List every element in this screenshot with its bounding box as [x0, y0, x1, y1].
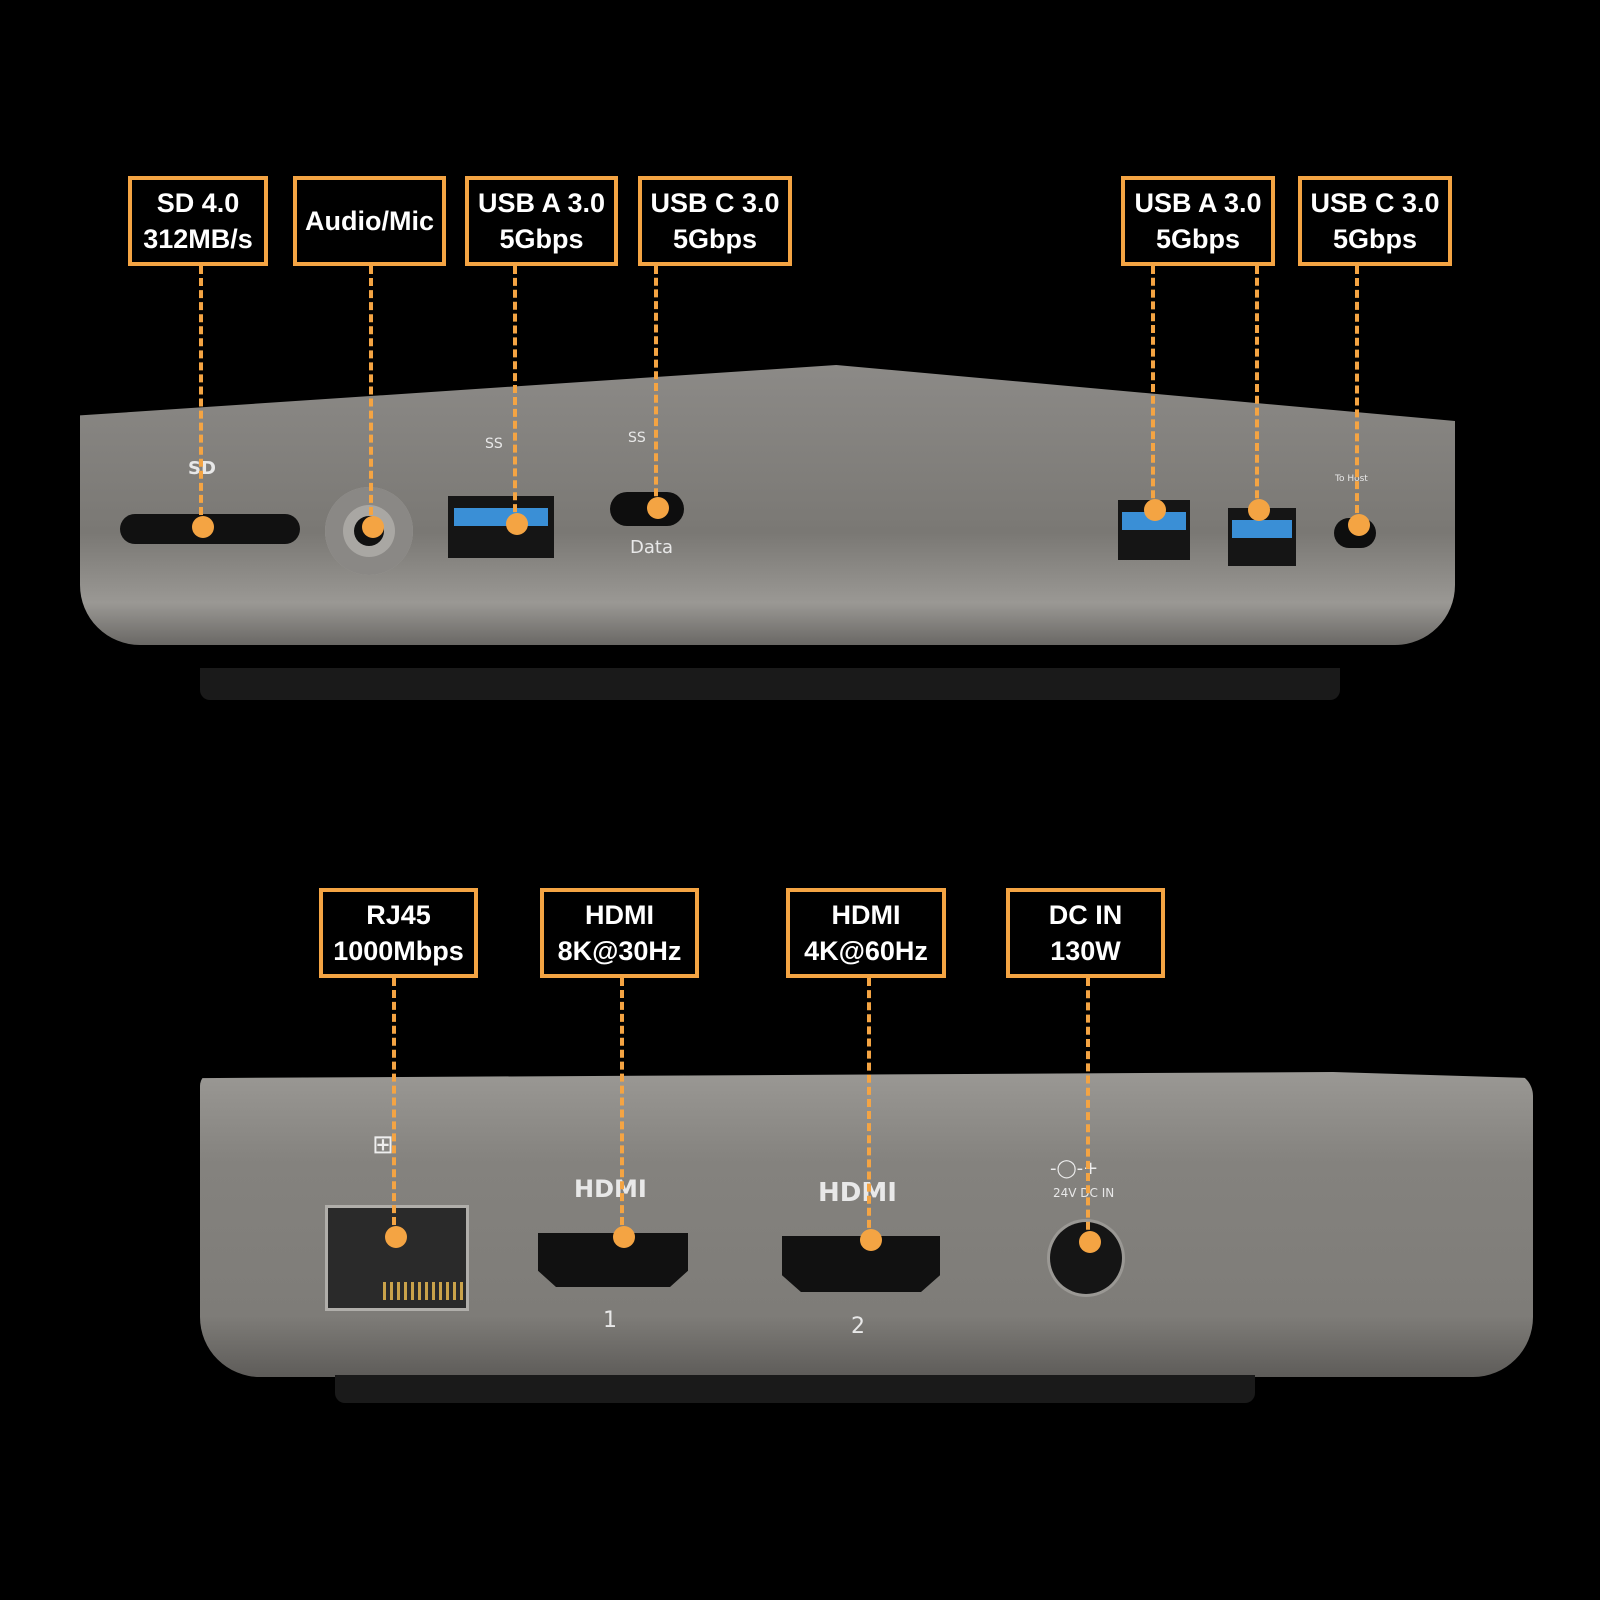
usb-a-port-1	[448, 496, 554, 558]
callout-dot	[362, 516, 384, 538]
label-line1: HDMI	[831, 900, 901, 930]
hdmi-port-1	[538, 1233, 688, 1287]
label-line1: USB C 3.0	[1310, 188, 1440, 218]
front_ports-label: SD 4.0 312MB/s	[128, 176, 268, 266]
usb-a-port-3	[1228, 508, 1296, 566]
rear_ports-label: RJ45 1000Mbps	[319, 888, 478, 978]
callout-line	[1255, 266, 1259, 510]
callout-line	[867, 978, 871, 1240]
label-line2: 5Gbps	[1155, 224, 1241, 254]
label-line2: 4K@60Hz	[804, 936, 928, 966]
device-rear-feet	[335, 1375, 1255, 1403]
data-marking: Data	[630, 537, 673, 558]
label-line1: DC IN	[1048, 900, 1123, 930]
label-line1: RJ45	[366, 900, 431, 930]
front_ports-label: USB C 3.0 5Gbps	[1298, 176, 1452, 266]
callout-dot	[192, 516, 214, 538]
callout-dot	[1079, 1231, 1101, 1253]
hdmi-number-2: 2	[851, 1314, 865, 1339]
callout-dot	[1348, 514, 1370, 536]
callout-dot	[860, 1229, 882, 1251]
dc-marking: 24V DC IN	[1053, 1186, 1115, 1200]
front_ports-label: USB A 3.0 5Gbps	[1121, 176, 1275, 266]
callout-dot	[506, 513, 528, 535]
label-line2: 1000Mbps	[333, 936, 464, 966]
callout-dot	[1144, 499, 1166, 521]
dc-polarity-icon: -◯-+	[1050, 1158, 1099, 1179]
hdmi-logo-2: HDMI	[818, 1178, 897, 1208]
front_ports-label: Audio/Mic	[293, 176, 446, 266]
label-line1: USB A 3.0	[477, 188, 606, 218]
label-line2: 130W	[1050, 936, 1121, 966]
front_ports-label: USB A 3.0 5Gbps	[465, 176, 618, 266]
label-line2: 312MB/s	[143, 224, 253, 254]
callout-line	[1086, 978, 1090, 1242]
callout-dot	[613, 1226, 635, 1248]
label-line2: 5Gbps	[499, 224, 584, 254]
label-line1: SD 4.0	[156, 188, 240, 218]
callout-line	[1151, 266, 1155, 510]
device-front-feet	[200, 668, 1340, 700]
rear_ports-label: HDMI 8K@30Hz	[540, 888, 699, 978]
callout-line	[620, 978, 624, 1237]
callout-line	[392, 978, 396, 1237]
callout-line	[369, 266, 373, 527]
callout-dot	[1248, 499, 1270, 521]
callout-line	[513, 266, 517, 524]
label-line1: USB C 3.0	[650, 188, 780, 218]
ss-marking: SS	[485, 436, 503, 452]
rj45-port	[325, 1205, 469, 1311]
label-line2: 8K@30Hz	[557, 936, 682, 966]
label-line1: HDMI	[585, 900, 654, 930]
ss-marking: SS	[628, 430, 646, 446]
hdmi-logo-1: HDMI	[574, 1175, 647, 1203]
label-line2: 5Gbps	[1332, 224, 1418, 254]
callout-dot	[647, 497, 669, 519]
label-line2: 5Gbps	[672, 224, 758, 254]
network-icon: ⊞	[372, 1130, 394, 1160]
callout-line	[1355, 266, 1359, 525]
hdmi-number-1: 1	[603, 1308, 617, 1333]
callout-line	[654, 266, 658, 508]
to-host-marking: To Host	[1335, 474, 1368, 484]
front_ports-label: USB C 3.0 5Gbps	[638, 176, 792, 266]
label-line1: USB A 3.0	[1134, 188, 1262, 218]
callout-dot	[385, 1226, 407, 1248]
callout-line	[199, 266, 203, 527]
device-front-view	[80, 365, 1455, 645]
rear_ports-label: HDMI 4K@60Hz	[786, 888, 946, 978]
rear_ports-label: DC IN 130W	[1006, 888, 1165, 978]
label-line1: Audio/Mic	[305, 206, 434, 236]
